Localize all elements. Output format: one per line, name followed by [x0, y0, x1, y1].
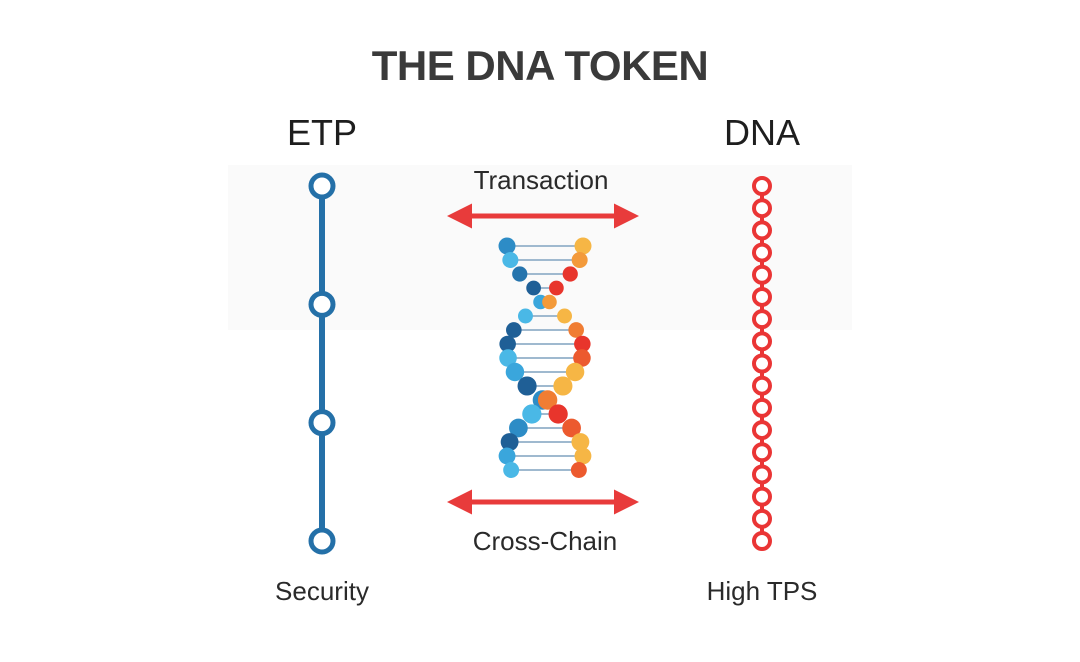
helix-base-left [512, 266, 528, 282]
dna-node [752, 286, 772, 307]
dna-node [752, 264, 772, 285]
cross-chain-label: Cross-Chain [473, 526, 618, 556]
page-title: THE DNA TOKEN [372, 42, 709, 89]
dna-node [752, 353, 772, 374]
dna-node [752, 375, 772, 396]
helix-base-right [542, 294, 557, 310]
helix-base-left [499, 349, 517, 367]
security-caption: Security [275, 576, 369, 606]
helix-base-left [498, 237, 516, 255]
dna-node [752, 464, 772, 485]
high-tps-caption: High TPS [707, 576, 818, 606]
dna-node [752, 176, 772, 196]
helix-base-right [537, 390, 558, 410]
helix-base-right [553, 376, 573, 396]
helix-base-left [517, 376, 537, 396]
helix-base-left [509, 418, 528, 438]
dna-node [752, 331, 772, 352]
helix-base-left [526, 280, 541, 296]
helix-base-right [565, 362, 585, 382]
dna-node [752, 397, 772, 418]
dna-heading: DNA [724, 112, 800, 153]
helix-base-left [498, 447, 516, 465]
transaction-label: Transaction [474, 165, 609, 195]
helix-base-right [568, 322, 584, 338]
helix-base-left [522, 404, 542, 424]
etp-heading: ETP [287, 112, 357, 153]
helix-base-right [549, 280, 564, 296]
dna-node [752, 508, 772, 529]
etp-node [308, 290, 336, 318]
etp-node [308, 527, 336, 555]
dna-node [752, 242, 772, 263]
dna-node [752, 220, 772, 241]
dna-node [752, 309, 772, 330]
dna-node [752, 531, 772, 551]
helix-base-left [502, 251, 519, 269]
helix-base-left [500, 433, 519, 451]
helix-base-right [574, 335, 591, 353]
helix-base-right [571, 251, 588, 269]
helix-base-right [573, 349, 591, 367]
dna-helix-icon [498, 237, 592, 478]
helix-base-right [574, 237, 592, 255]
etp-chain [308, 172, 336, 555]
dna-node [752, 486, 772, 507]
helix-base-left [503, 462, 520, 478]
helix-base-right [574, 447, 592, 465]
helix-base-left [505, 362, 525, 382]
helix-base-right [570, 462, 587, 478]
etp-node [308, 409, 336, 437]
dna-chain [752, 176, 772, 551]
helix-base-right [557, 308, 573, 324]
helix-base-left [517, 308, 533, 324]
helix-base-right [562, 418, 581, 438]
helix-base-right [571, 433, 590, 451]
helix-base-right [548, 404, 568, 424]
helix-base-left [506, 322, 522, 338]
helix-base-left [499, 335, 516, 353]
helix-base-right [562, 266, 578, 282]
dna-node [752, 420, 772, 441]
dna-node [752, 442, 772, 463]
etp-node [308, 172, 336, 200]
dna-node [752, 198, 772, 219]
